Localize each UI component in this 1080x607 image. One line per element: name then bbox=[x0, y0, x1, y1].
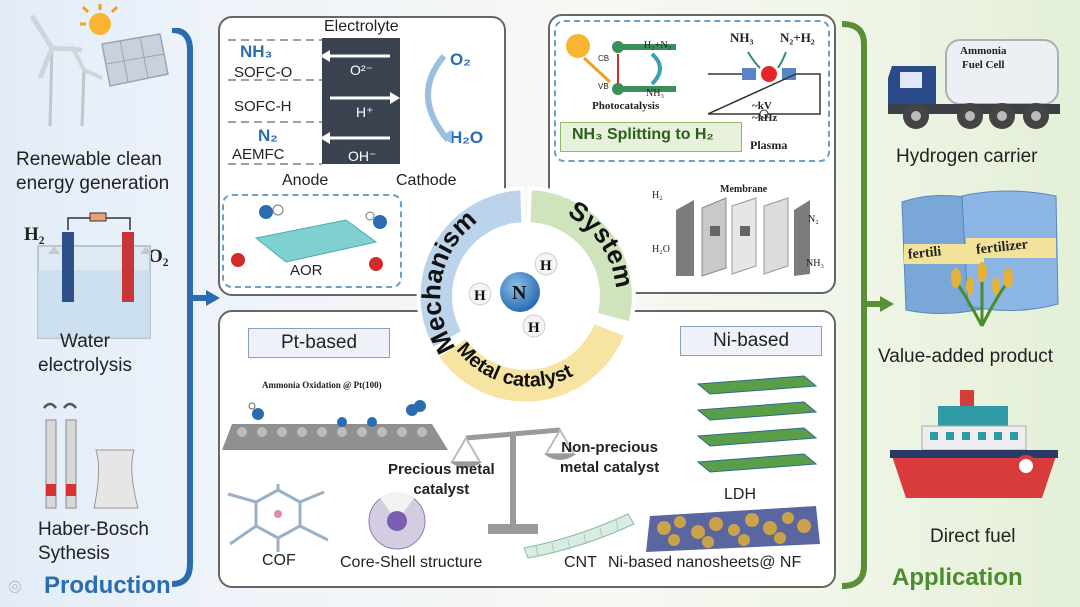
cb-label: CB bbox=[598, 54, 610, 63]
membrane-n2-label: N₂ bbox=[808, 214, 819, 225]
ni-based-label: Ni-based bbox=[712, 330, 790, 351]
application-section-label: Application bbox=[892, 564, 1023, 591]
splitting-label: NH₃ Splitting to H₂ bbox=[572, 126, 714, 143]
vb-label: VB bbox=[598, 82, 609, 91]
balance-scale-icon bbox=[448, 420, 578, 540]
membrane-reactor-icon bbox=[670, 196, 820, 278]
water-electrolysis-label: Water electrolysis bbox=[38, 331, 132, 376]
nonprecious-catalyst-label: Non-precious metal catalyst bbox=[560, 439, 660, 476]
precious-catalyst-label: Precious metal catalyst bbox=[388, 461, 495, 498]
plasma-nh3-label: NH₃ bbox=[730, 30, 754, 45]
plasma-reactor-icon bbox=[707, 44, 824, 134]
cathode-label: Cathode bbox=[396, 172, 457, 189]
plasma-kv-label: ~kV bbox=[752, 100, 772, 112]
value-added-label: Value-added product bbox=[878, 346, 1053, 367]
hydrogen-carrier-label: Hydrogen carrier bbox=[896, 146, 1038, 167]
atom-h-label-1: H bbox=[474, 288, 486, 304]
ammonia-molecule-icon: N H H H bbox=[468, 252, 558, 338]
central-ring: Mechanism System Metal catalyst N H H H bbox=[394, 164, 658, 428]
ion-o2-label: O²⁻ bbox=[350, 62, 373, 78]
fertilizer-bags-icon bbox=[896, 186, 1066, 336]
membrane-label: Membrane bbox=[720, 184, 768, 195]
atom-h-label-2: H bbox=[540, 258, 552, 274]
core-shell-icon bbox=[362, 490, 432, 552]
membrane-h2-label: H₂ bbox=[652, 190, 663, 201]
ion-h-label: H⁺ bbox=[356, 104, 374, 120]
cnt-label: CNT bbox=[564, 554, 597, 571]
h2-label: H₂ bbox=[24, 224, 45, 245]
pt-surface-title: Ammonia Oxidation @ Pt(100) bbox=[262, 380, 382, 390]
production-section-label: Production bbox=[44, 572, 171, 599]
plasma-khz-label: ~kHz bbox=[752, 112, 778, 124]
o2-input-label: O₂ bbox=[450, 50, 471, 69]
cof-label: COF bbox=[262, 552, 296, 569]
electrolyte-label: Electrolyte bbox=[324, 18, 399, 35]
ship-icon bbox=[886, 386, 1062, 510]
haber-bosch-label: Haber-Bosch Sythesis bbox=[38, 519, 149, 564]
renewable-energy-label: Renewable clean energy generation bbox=[16, 149, 170, 194]
sofc-o-label: SOFC-O bbox=[234, 64, 293, 81]
fuel-cell-truck-icon bbox=[886, 26, 1062, 132]
aor-box bbox=[222, 194, 402, 288]
pt-based-label: Pt-based bbox=[280, 332, 358, 353]
atom-n-label: N bbox=[512, 282, 527, 304]
electrolyte-block bbox=[322, 38, 400, 164]
pt-based-box: Pt-based bbox=[248, 328, 390, 358]
direct-fuel-label: Direct fuel bbox=[930, 526, 1016, 547]
production-arrow-icon bbox=[168, 27, 220, 588]
fuel-cell-dividers bbox=[228, 38, 408, 168]
plasma-products-label: N₂+H₂ bbox=[780, 30, 815, 45]
core-shell-label: Core-Shell structure bbox=[340, 554, 483, 571]
ldh-label: LDH bbox=[724, 486, 757, 503]
membrane-nh3-label: NH₃ bbox=[806, 258, 824, 269]
photocatalysis-icon bbox=[560, 24, 690, 108]
ion-oh-label: OH⁻ bbox=[348, 148, 377, 164]
n2-exhaust-label: N₂ bbox=[258, 126, 278, 145]
ni-based-box: Ni-based bbox=[680, 326, 822, 356]
o2-label: O₂ bbox=[148, 246, 169, 267]
h2o-output-label: H₂O bbox=[450, 128, 484, 147]
ni-nanosheets-label: Ni-based nanosheets@ NF bbox=[608, 554, 802, 571]
ni-nanosheets-icon bbox=[640, 502, 826, 554]
wind-turbine-icon bbox=[22, 8, 103, 128]
solar-panel-icon bbox=[80, 4, 170, 94]
nh3-fuel-label: NH₃ bbox=[240, 42, 273, 61]
anode-label: Anode bbox=[282, 172, 329, 189]
splitting-label-box bbox=[560, 122, 742, 152]
watermark-logo: ◎ bbox=[8, 578, 22, 595]
electrolysis-cell-icon bbox=[32, 210, 164, 340]
factory-icon bbox=[34, 400, 154, 510]
aemfc-label: AEMFC bbox=[232, 146, 285, 163]
photocatalysis-label: Photocatalysis bbox=[592, 100, 660, 112]
ldh-layers-icon bbox=[694, 372, 820, 482]
cnt-icon bbox=[516, 508, 636, 560]
cof-structure-icon bbox=[224, 484, 332, 554]
application-arrow-icon bbox=[836, 20, 896, 590]
truck-label: Ammonia Fuel Cell bbox=[960, 45, 1007, 71]
splitting-box bbox=[554, 20, 830, 162]
pt-surface-icon bbox=[222, 392, 450, 456]
aor-label: AOR bbox=[290, 262, 323, 279]
atom-h-label-3: H bbox=[528, 320, 540, 336]
cathode-flow-arrow-icon bbox=[408, 48, 458, 148]
photo-product-label: H₂+N₂ bbox=[644, 40, 672, 51]
sofc-h-label: SOFC-H bbox=[234, 98, 292, 115]
aor-surface-icon bbox=[226, 198, 396, 274]
photo-nh3-label: NH₃ bbox=[646, 88, 664, 99]
membrane-h2o-label: H₂O bbox=[652, 244, 670, 255]
plasma-label: Plasma bbox=[750, 138, 788, 152]
